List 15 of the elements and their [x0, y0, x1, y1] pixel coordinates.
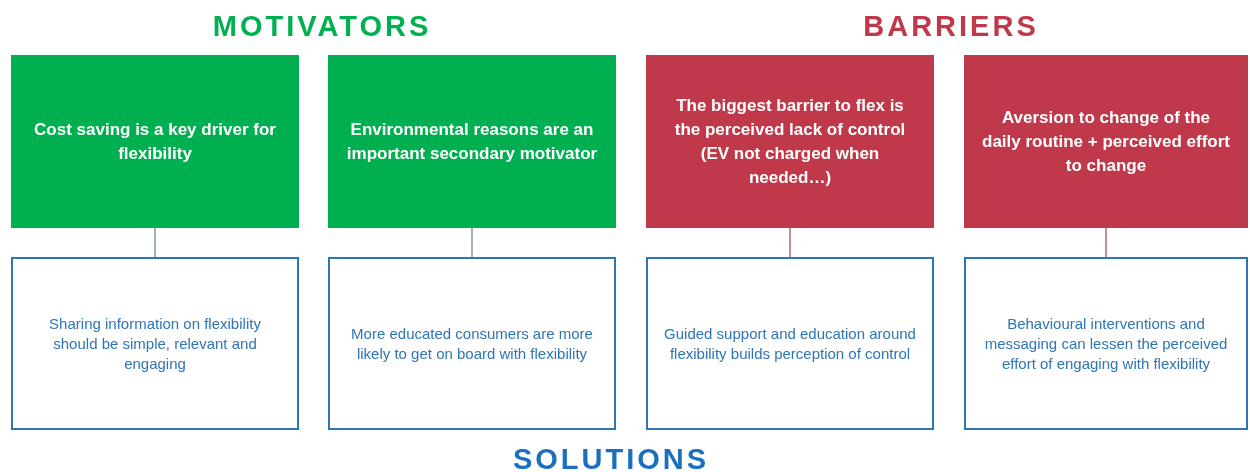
barrier-box: The biggest barrier to flex is the perceived lack of control (EV not charged when needed…): [646, 55, 934, 228]
solution-box: Guided support and education around flexibility builds perception of control: [646, 257, 934, 430]
solution-box: Sharing information on flexibility should be simple, relevant and engaging: [11, 257, 299, 430]
connector-line: [1105, 227, 1107, 258]
connector-line: [154, 227, 156, 258]
motivator-box: Cost saving is a key driver for flexibility: [11, 55, 299, 228]
solution-box: Behavioural interventions and messaging can lessen the perceived effort of engaging with flexibility: [964, 257, 1248, 430]
solution-box: More educated consumers are more likely to get on board with flexibility: [328, 257, 616, 430]
section-heading: MOTIVATORS: [212, 9, 432, 43]
barrier-box: Aversion to change of the daily routine + perceived effort to change: [964, 55, 1248, 228]
section-heading: SOLUTIONS: [512, 442, 710, 472]
connector-line: [789, 227, 791, 258]
connector-line: [471, 227, 473, 258]
section-heading: BARRIERS: [863, 9, 1039, 43]
motivator-box: Environmental reasons are an important secondary motivator: [328, 55, 616, 228]
